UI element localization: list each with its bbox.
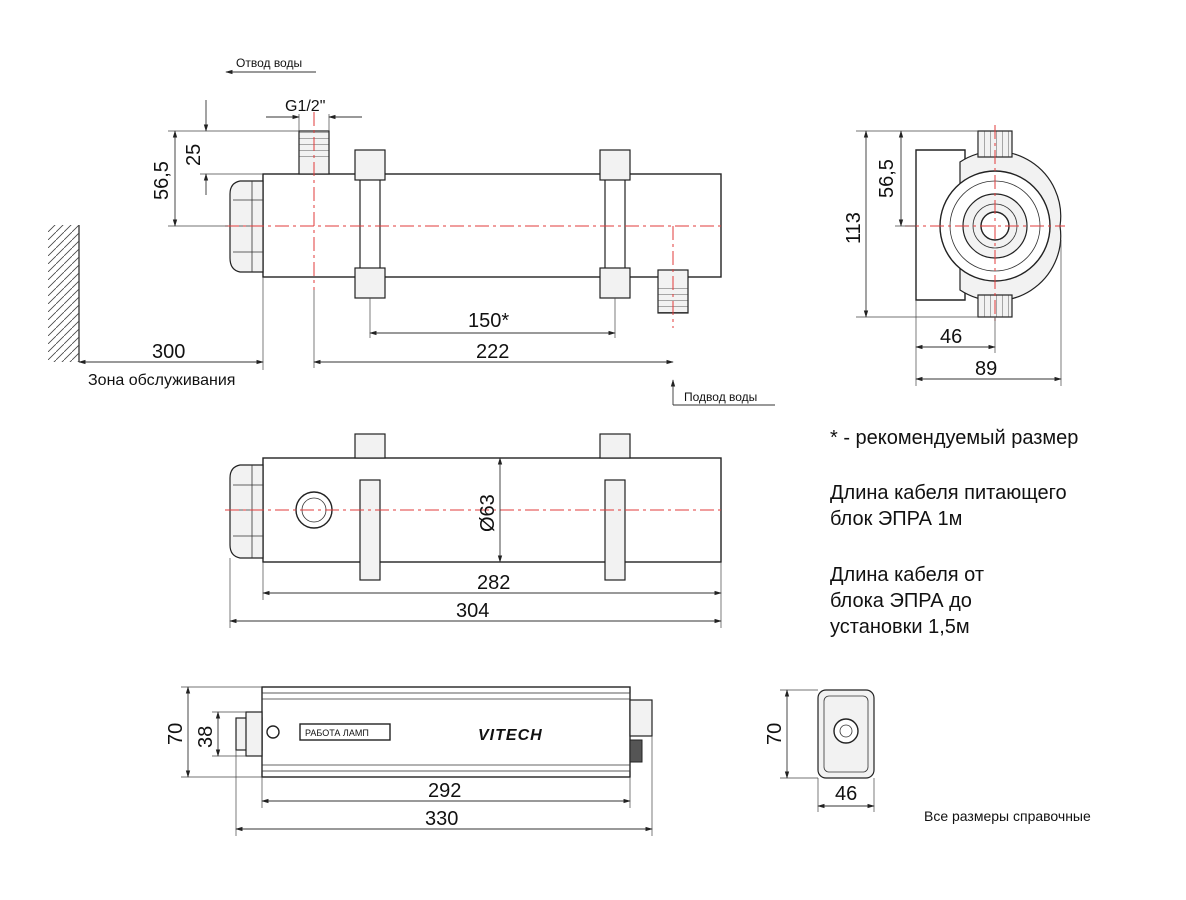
dim-150: 150* xyxy=(468,310,509,332)
dim-222: 222 xyxy=(476,341,509,363)
uv-unit-top-view xyxy=(225,433,725,581)
dim-25: 25 xyxy=(183,144,205,166)
dims-top-down-view xyxy=(229,457,722,628)
wall-hatch xyxy=(48,225,80,362)
dims-end-view xyxy=(856,130,1062,386)
dim-70-end: 70 xyxy=(764,723,786,745)
dim-292: 292 xyxy=(428,780,461,802)
cable-note-2: Длина кабеля от блока ЭПРА до установки … xyxy=(830,562,984,640)
uv-unit-side-view xyxy=(225,112,725,328)
cable-note-1-line-1: Длина кабеля питающего xyxy=(830,482,1067,504)
service-zone-label: Зона обслуживания xyxy=(88,372,235,389)
ballast-side-view xyxy=(235,686,653,778)
cable-note-1: Длина кабеля питающего блок ЭПРА 1м xyxy=(830,480,1067,532)
cable-note-2-line-2: блока ЭПРА до xyxy=(830,590,972,612)
dim-300: 300 xyxy=(152,341,185,363)
dim-89: 89 xyxy=(975,358,997,380)
inlet-label: Подвод воды xyxy=(684,390,757,404)
cable-note-2-line-1: Длина кабеля от xyxy=(830,564,985,586)
recommended-text: * - рекомендуемый размер xyxy=(830,427,1079,449)
uv-unit-end-view xyxy=(905,125,1065,325)
dim-304: 304 xyxy=(456,600,489,622)
dim-56-5-end: 56,5 xyxy=(876,159,898,198)
thread-label: G1/2" xyxy=(285,98,325,115)
dim-56-5-top: 56,5 xyxy=(151,161,173,200)
dim-113: 113 xyxy=(843,212,865,244)
ballast-end-view xyxy=(817,689,875,779)
dims-ballast xyxy=(181,686,875,836)
dim-diameter-63: Ø63 xyxy=(477,494,499,532)
dims-top-view xyxy=(78,69,775,406)
cable-note-2-line-3: установки 1,5м xyxy=(830,616,970,638)
dim-70-ballast: 70 xyxy=(165,723,187,745)
cable-note-1-line-2: блок ЭПРА 1м xyxy=(830,508,963,530)
recommended-note: * - рекомендуемый размер xyxy=(830,425,1078,451)
outlet-label: Отвод воды xyxy=(236,56,302,70)
dim-46-ballast: 46 xyxy=(835,783,857,805)
dim-330: 330 xyxy=(425,808,458,830)
all-dims-note: Все размеры справочные xyxy=(924,808,1091,824)
dim-46-end: 46 xyxy=(940,326,962,348)
brand-logo: VITECH xyxy=(478,727,543,744)
dim-38: 38 xyxy=(195,726,217,748)
dim-282: 282 xyxy=(477,572,510,594)
panel-label: РАБОТА ЛАМП xyxy=(305,728,369,738)
